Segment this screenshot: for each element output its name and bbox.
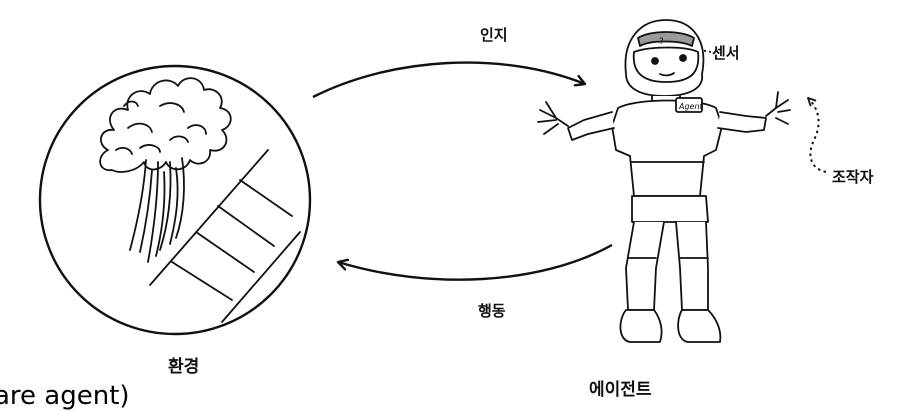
actuator-label: 조작자	[832, 168, 874, 186]
agent-environment-diagram: ? Agent	[38, 19, 827, 343]
robot-figure	[537, 19, 791, 343]
perception-label: 인지	[480, 26, 508, 44]
perception-arrow	[312, 61, 585, 99]
environment-circle	[38, 64, 312, 336]
road-icon	[149, 149, 301, 323]
environment-label: 환경	[168, 357, 200, 377]
action-label: 행동	[478, 302, 506, 320]
cut-off-caption: are agent)	[0, 381, 130, 411]
sensor-label: 센서	[712, 44, 740, 62]
agent-label: 에이전트	[589, 380, 652, 400]
visor-mark: ?	[659, 37, 664, 47]
actuator-pointer	[807, 97, 827, 173]
agent-badge: Agent	[678, 102, 704, 111]
action-arrow	[338, 243, 613, 281]
tree-icon	[99, 77, 232, 263]
